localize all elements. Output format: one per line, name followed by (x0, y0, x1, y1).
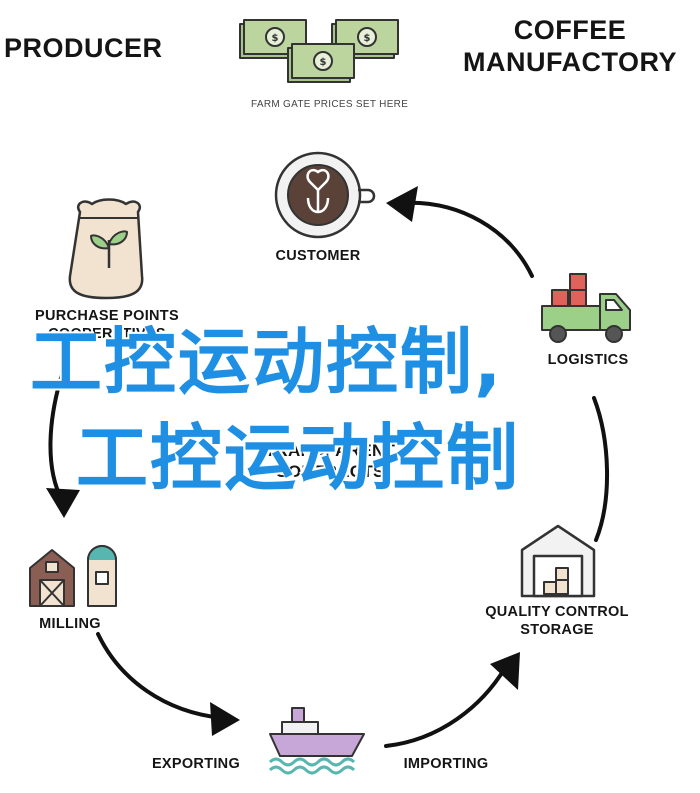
barn-icon (29, 545, 117, 607)
watermark-line1: 工控运动控制, (30, 320, 504, 404)
exporting-label: EXPORTING (151, 756, 241, 772)
arrowhead-exporting (210, 702, 240, 736)
arrow-milling-to-exporting (96, 632, 224, 720)
seed-sack-icon (68, 198, 144, 300)
producer-heading: PRODUCER (4, 33, 163, 63)
svg-text:$: $ (272, 33, 279, 44)
transparent-contracts-line1: TRANSPARENT (264, 441, 396, 460)
transparent-contracts-line2: CONTRACTS (275, 462, 385, 481)
farm-gate-caption: FARM GATE PRICES SET HERE (251, 99, 409, 110)
truck-icon (541, 273, 631, 343)
svg-text:$: $ (364, 33, 371, 44)
ship-icon (268, 707, 365, 775)
quality-control-line2: STORAGE (520, 622, 594, 638)
coffee-cup-icon (274, 151, 376, 239)
watermark-line2: 工控运动控制 (76, 416, 521, 500)
purchase-points-label: PURCHASE POINTS COOPERATIVES (22, 307, 192, 343)
customer-label: CUSTOMER (275, 248, 361, 264)
purchase-points-line1: PURCHASE POINTS (35, 308, 179, 324)
money-icon: $ $ $ (239, 19, 399, 83)
milling-label: MILLING (39, 616, 101, 632)
svg-text:$: $ (320, 57, 327, 68)
coffee-manufactory-line2: MANUFACTORY (463, 47, 677, 77)
quality-control-label: QUALITY CONTROL STORAGE (472, 603, 642, 639)
importing-label: IMPORTING (403, 756, 489, 772)
arrow-importing-to-quality (384, 666, 507, 748)
coffee-manufactory-heading: COFFEE MANUFACTORY (440, 14, 700, 78)
transparent-contracts-label: TRANSPARENT CONTRACTS (220, 440, 440, 482)
arrow-quality-to-logistics (592, 396, 610, 542)
arrow-logistics-to-customer (400, 200, 534, 278)
logistics-label: LOGISTICS (547, 352, 629, 368)
coffee-manufactory-line1: COFFEE (513, 15, 627, 45)
arrowhead-customer (386, 186, 418, 222)
purchase-points-line2: COOPERATIVES (48, 326, 166, 342)
arrowhead-milling (46, 488, 80, 518)
warehouse-icon (520, 524, 596, 598)
quality-control-line1: QUALITY CONTROL (485, 604, 629, 620)
arrowhead-quality (490, 652, 520, 690)
